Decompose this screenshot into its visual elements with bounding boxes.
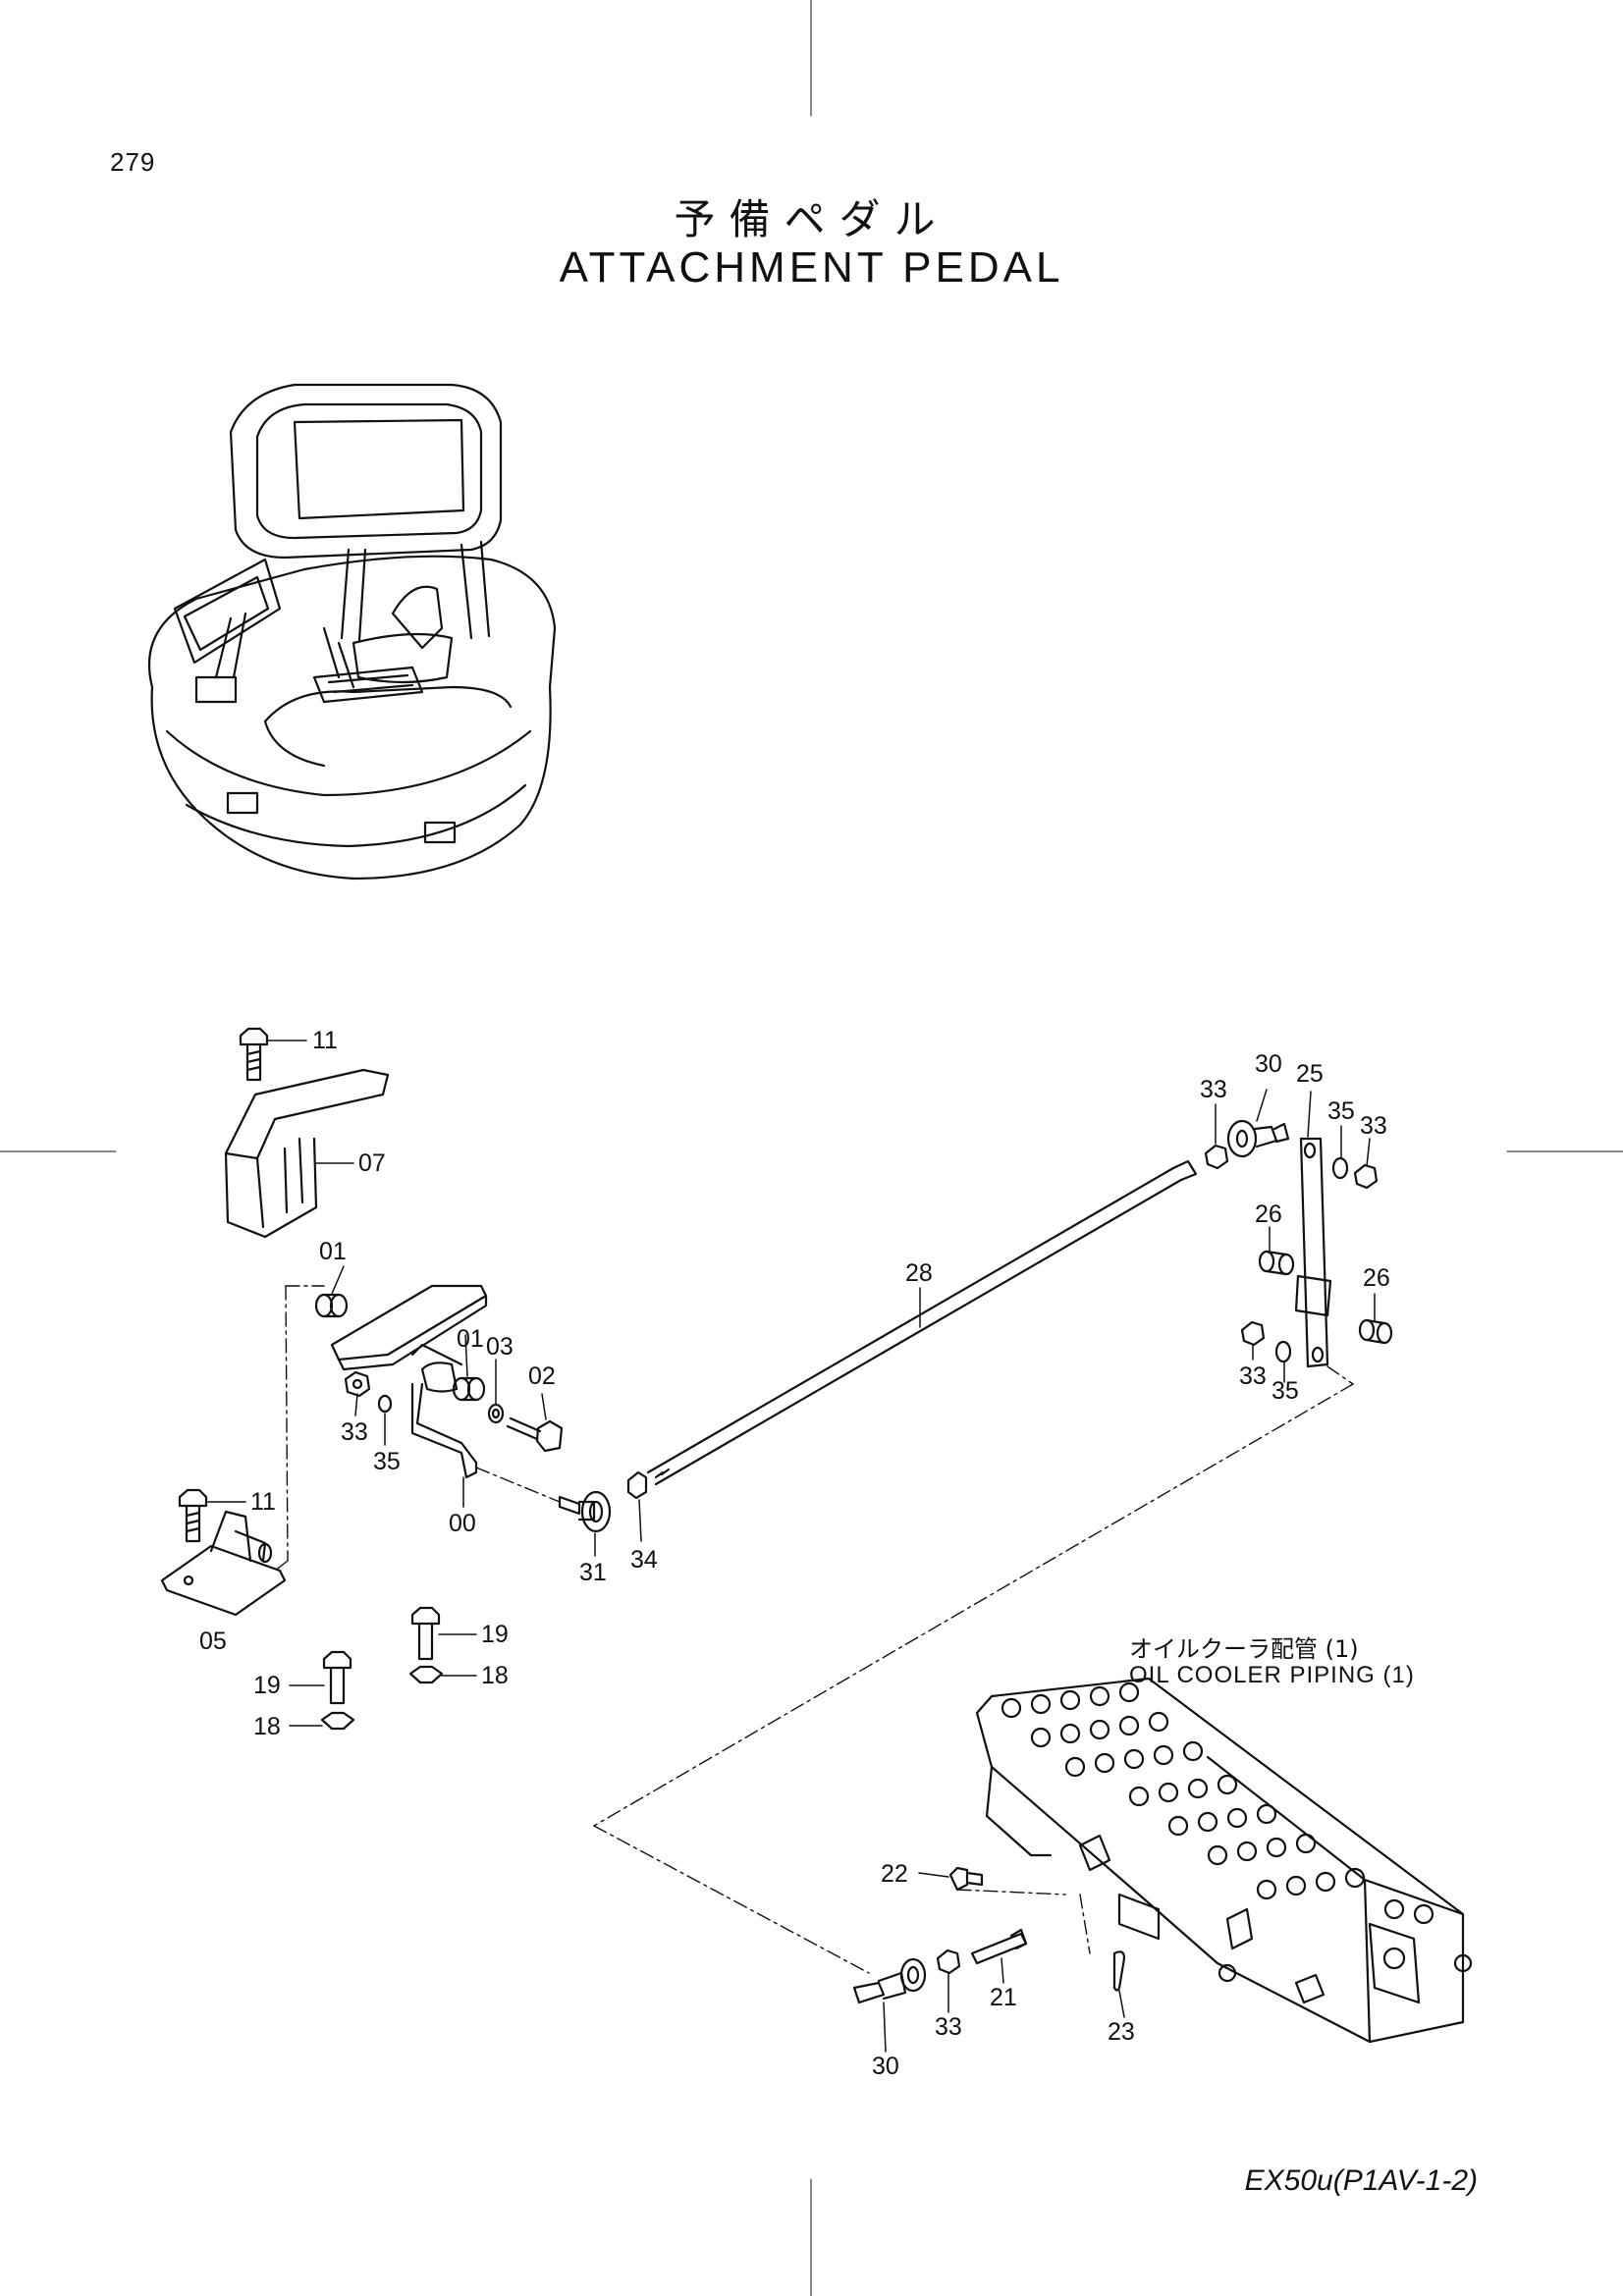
nut-33-valve [936,1949,961,1975]
page-title: ATTACHMENT PEDAL [559,243,1064,292]
callout-35-lower: 35 [1271,1377,1299,1405]
pin-22 [948,1866,984,1892]
washer-03 [487,1403,505,1424]
callout-25: 25 [1296,1060,1324,1088]
washer-35-top [1331,1156,1349,1180]
callout-22: 22 [881,1860,908,1888]
clip-23 [1112,1950,1126,1992]
callout-35-left: 35 [373,1448,401,1475]
bushing-01-left [314,1293,349,1318]
pedal-cover-07 [224,1068,390,1239]
control-valve-block [975,1677,1473,2044]
bushing-01-right [452,1376,486,1402]
callout-labels: 11 07 01 01 03 02 33 35 00 11 05 31 34 2… [199,1027,1390,2080]
washer-35-lower [1274,1340,1292,1363]
callout-00: 00 [449,1510,476,1537]
callout-11-upper: 11 [312,1027,338,1054]
callout-31: 31 [579,1559,607,1586]
callout-26-upper: 26 [1255,1201,1282,1228]
callout-28: 28 [905,1259,933,1287]
page-number: 279 [110,147,156,177]
bolt-11-upper [239,1027,307,1082]
bushing-26-upper [1258,1250,1295,1276]
bolt-19-right [410,1606,477,1661]
callout-21: 21 [990,1984,1017,2011]
callout-03: 03 [486,1333,514,1361]
callout-18-right: 18 [481,1662,509,1689]
callout-34: 34 [630,1546,658,1574]
callout-33-top-right: 33 [1360,1112,1387,1140]
callout-26-lower: 26 [1363,1264,1390,1292]
callout-05: 05 [199,1628,227,1655]
nut-18-left [289,1711,355,1731]
callout-19-left: 19 [253,1672,281,1699]
washer-35-left [377,1394,393,1414]
pin-21 [970,1928,1028,1965]
ball-joint-30-valve [852,1957,927,2004]
dash-chain-right [593,1365,1354,1974]
pedal-plate [330,1284,488,1371]
callout-11-lower: 11 [250,1488,276,1516]
callout-18-left: 18 [253,1713,281,1740]
excavator-overview-illustration [147,383,557,881]
callout-30-valve: 30 [872,2053,899,2080]
pedal-bracket-05 [160,1510,287,1617]
nut-34 [626,1470,648,1500]
page-title-japanese: 予備ペダル [674,195,949,243]
bolt-02 [506,1416,564,1453]
nut-33-lower [1240,1320,1266,1347]
callout-02: 02 [528,1362,556,1390]
callout-07: 07 [358,1149,386,1177]
callout-01-right: 01 [457,1325,484,1353]
bolt-19-left [289,1650,352,1705]
callout-33-left: 33 [341,1418,368,1446]
dash-chain-left [274,1285,561,1572]
nut-33-top-right [1353,1163,1379,1190]
bushing-26-lower [1358,1318,1393,1345]
callout-23: 23 [1108,2018,1135,2046]
ball-joint-30-top [1226,1119,1290,1158]
reference-label: OIL COOLER PIPING (1) [1129,1662,1415,1688]
callout-01-left: 01 [319,1238,347,1265]
control-rod-28 [646,1159,1198,1486]
nut-33-top [1204,1144,1229,1170]
callout-33-lower: 33 [1239,1362,1267,1390]
callout-33-top: 33 [1200,1076,1227,1103]
leader-lines [331,1089,1376,2053]
nut-18-right [408,1665,477,1684]
ball-joint-31 [558,1490,612,1533]
pedal-bracket-00 [410,1362,478,1479]
nut-33-left [344,1370,371,1398]
callout-30-top: 30 [1255,1050,1282,1078]
callout-35-top: 35 [1327,1097,1355,1125]
reference-label-japanese: オイルクーラ配管 (1) [1129,1635,1359,1663]
model-code: EX50u(P1AV-1-2) [1244,2164,1478,2197]
callout-33-valve: 33 [935,2013,962,2041]
callout-19-right: 19 [481,1621,509,1648]
lever-25 [1294,1137,1332,1368]
bolt-11-lower [178,1488,246,1543]
